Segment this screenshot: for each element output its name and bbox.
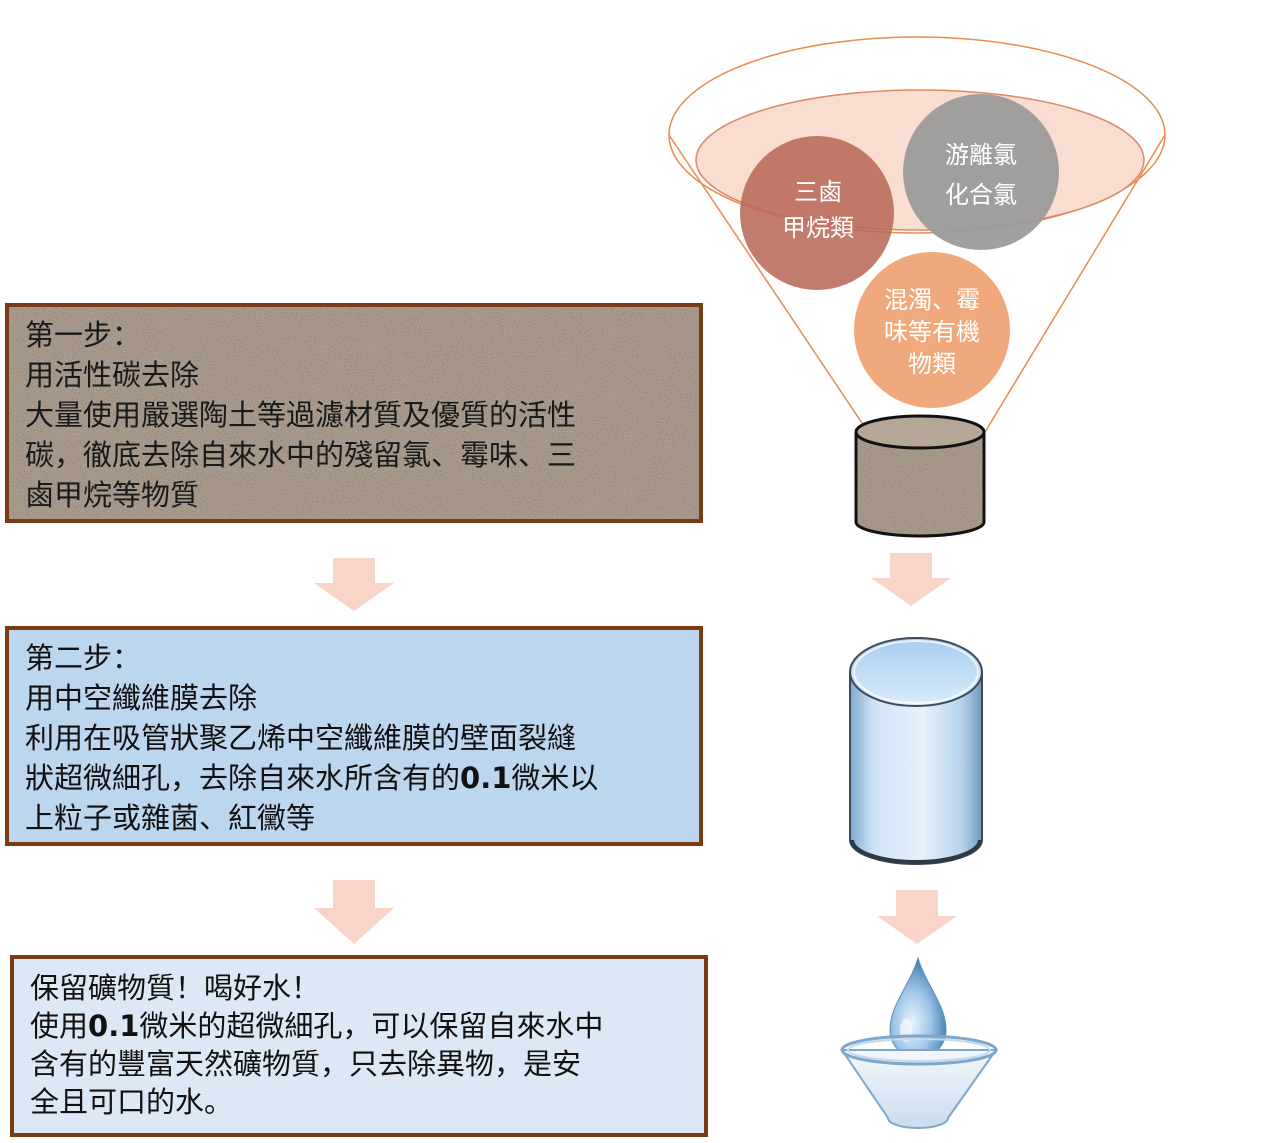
step3-desc-line2: 含有的豐富天然礦物質，只去除異物，是安 [30,1047,582,1081]
step3-desc-line3: 全且可口的水。 [30,1085,234,1119]
organic-matter-label-line3: 物類 [908,350,956,378]
step2-title: 第二步： [25,641,142,675]
step2-box: 第二步： 用中空纖維膜去除 利用在吸管狀聚乙烯中空纖維膜的壁面裂縫 狀超微細孔，… [5,626,703,846]
step2-micron-value: 0.1 [460,761,512,795]
gravel-texture [9,307,699,519]
step3-title: 保留礦物質！喝好水！ [30,971,321,1005]
step2-desc-line2-a: 狀超微細孔，去除自來水所含有的 [25,761,461,795]
step1-desc-line3: 鹵甲烷等物質 [25,478,200,512]
organic-matter-label-line1: 混濁、霉 [884,286,980,314]
step3-box: 保留礦物質！喝好水！ 使用0.1微米的超微細孔，可以保留自來水中 含有的豐富天然… [10,955,708,1137]
step1-method: 用活性碳去除 [25,358,200,392]
organic-matter-label: 混濁、霉 味等有機 物類 [872,284,992,380]
gravel-cup-icon [854,414,986,538]
step2-desc-line2: 狀超微細孔，去除自來水所含有的0.1微米以 [25,758,683,798]
down-arrow-1 [314,558,394,611]
dish-icon [840,1034,998,1129]
organic-matter-label-line2: 味等有機 [884,318,980,346]
chlorine-label-line2: 化合氯 [945,181,1017,209]
step1-title: 第一步： [25,318,142,352]
down-arrow-2 [314,880,394,944]
step3-desc-line1-a: 使用 [30,1009,89,1043]
trihalomethane-label: 三鹵 甲烷類 [768,174,868,246]
step3-desc-line1: 使用0.1微米的超微細孔，可以保留自來水中 [30,1007,688,1045]
step3-micron-value: 0.1 [88,1009,140,1043]
trihalomethane-label-line2: 甲烷類 [782,214,854,242]
down-arrow-3 [871,553,951,606]
water-drop-icon [889,956,947,1059]
chlorine-label-line1: 游離氯 [945,141,1017,169]
chlorine-label: 游離氯 化合氯 [931,135,1031,215]
step1-box: 第一步： 用活性碳去除 大量使用嚴選陶土等過濾材質及優質的活性 碳，徹底去除自來… [5,303,703,523]
down-arrow-4 [877,890,957,944]
step1-desc-line1: 大量使用嚴選陶土等過濾材質及優質的活性 [25,398,577,432]
chlorine-circle [903,94,1059,250]
step1-desc-line2: 碳，徹底去除自來水中的殘留氯、霉味、三 [25,438,577,472]
step2-desc-line3: 上粒子或雜菌、紅黴等 [25,801,316,835]
step2-desc-line2-c: 微米以 [511,761,599,795]
trihalomethane-circle [740,136,894,290]
step2-method: 用中空纖維膜去除 [25,681,258,715]
trihalomethane-label-line1: 三鹵 [794,178,842,206]
step3-desc-line1-c: 微米的超微細孔，可以保留自來水中 [139,1009,604,1043]
organic-matter-circle [854,252,1010,408]
step2-desc-line1: 利用在吸管狀聚乙烯中空纖維膜的壁面裂縫 [25,721,577,755]
water-glass-icon [849,637,983,865]
